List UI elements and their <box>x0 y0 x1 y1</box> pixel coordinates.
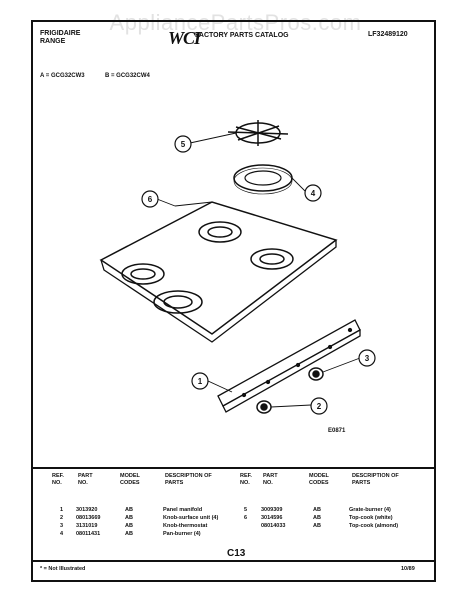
desc-cell: Pan-burner (4) <box>163 531 201 537</box>
header-ref: REF. NO. <box>52 473 64 486</box>
header-part-right: PART NO. <box>263 473 278 486</box>
model-b: B = GCG32CW4 <box>105 73 150 79</box>
ref-cell: 3 <box>60 523 64 529</box>
model-cell: AB <box>313 515 321 521</box>
cooktop <box>99 201 338 343</box>
ref-cell: 5 <box>244 507 248 513</box>
catalog-title: FACTORY PARTS CATALOG <box>195 32 289 39</box>
manifold-panel <box>217 319 361 413</box>
table-bottom-rule <box>33 560 434 562</box>
part-cell: 3009309 <box>261 507 283 513</box>
revision-date: 10/89 <box>401 566 415 572</box>
part-cell: 08011431 <box>76 531 101 537</box>
model-cell: AB <box>313 507 321 513</box>
part-cell: 3014596 <box>261 515 283 521</box>
ref-cell: 4 <box>60 531 64 537</box>
part-cell: 08014033 <box>261 523 286 529</box>
knob-thermostat <box>308 367 324 381</box>
model-cell: AB <box>125 531 133 537</box>
header-model: MODEL CODES <box>120 473 140 486</box>
callout-1: 1 <box>198 377 203 386</box>
desc-cell: Grate-burner (4) <box>349 507 391 513</box>
knob-surface-unit <box>256 400 272 414</box>
model-cell: AB <box>125 523 133 529</box>
header-model-right: MODEL CODES <box>309 473 329 486</box>
desc-cell: Top-cook (white) <box>349 515 393 521</box>
callout-4: 4 <box>311 189 316 198</box>
model-cell: AB <box>125 507 133 513</box>
header-desc-right: DESCRIPTION OF PARTS <box>352 473 399 486</box>
document-number: LF32489120 <box>368 31 408 38</box>
burner-grate <box>227 120 289 146</box>
part-cell: 08013669 <box>76 515 101 521</box>
ref-cell: 1 <box>60 507 64 513</box>
watermark: AppliancePartsPros.com <box>109 10 362 35</box>
callout-6: 6 <box>148 195 153 204</box>
callout-2: 2 <box>317 402 322 411</box>
page-frame <box>31 20 436 582</box>
footnote: * = Not Illustrated <box>40 566 86 572</box>
model-a: A = GCG32CW3 <box>40 73 85 79</box>
header-desc: DESCRIPTION OF PARTS <box>165 473 212 486</box>
model-cell: AB <box>313 523 321 529</box>
burner-pan <box>233 164 293 195</box>
desc-cell: Top-cook (almond) <box>349 523 399 529</box>
table-top-rule <box>33 467 434 469</box>
ref-cell: 6 <box>244 515 248 521</box>
header-part: PART NO. <box>78 473 93 486</box>
page-number: C13 <box>227 548 246 559</box>
brand-name: FRIGIDAIRE <box>40 30 81 37</box>
callout-3: 3 <box>365 354 370 363</box>
part-cell: 3013920 <box>76 507 98 513</box>
part-cell: 3131019 <box>76 523 98 529</box>
product-type: RANGE <box>40 38 66 45</box>
model-cell: AB <box>125 515 133 521</box>
desc-cell: Panel manifold <box>163 507 203 513</box>
desc-cell: Knob-surface unit (4) <box>163 515 219 521</box>
callout-5: 5 <box>181 140 186 149</box>
desc-cell: Knob-thermostat <box>163 523 208 529</box>
header-ref-right: REF. NO. <box>240 473 252 486</box>
ref-cell: 2 <box>60 515 64 521</box>
diagram-code: E0871 <box>328 428 346 434</box>
wci-logo: WCI <box>168 28 201 48</box>
